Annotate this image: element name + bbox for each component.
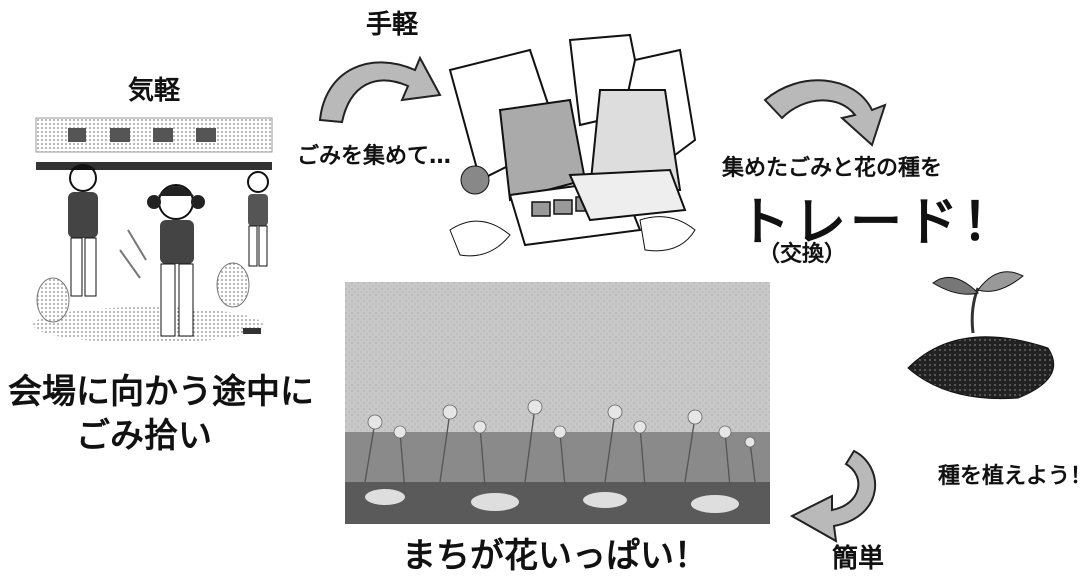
label-trade-sub: （交換）: [758, 242, 847, 267]
label-tegaru: 手軽: [366, 10, 419, 40]
label-trade-line1: 集めたごみと花の種を: [722, 156, 943, 181]
people-picking-trash-illustration: [33, 117, 273, 343]
flower-field-photo: [345, 282, 770, 524]
arrow-plant-to-city: [789, 449, 877, 543]
arrow-kigaru-to-tegaru: [318, 55, 442, 124]
label-result: まちが花いっぱい！: [402, 536, 708, 576]
label-kigaru: 気軽: [128, 76, 181, 106]
arrow-trash-to-trade: [763, 79, 887, 147]
label-pickup-line1: 会場に向かう途中に: [8, 372, 314, 412]
label-trade-big: トレード！: [738, 193, 1019, 253]
label-plant: 種を植えよう！: [938, 464, 1086, 489]
label-collect: ごみを集めて…: [297, 144, 452, 169]
collected-trash-illustration: [448, 33, 697, 257]
label-pickup-line2: ごみ拾い: [76, 416, 212, 456]
label-kantan: 簡単: [832, 544, 885, 574]
sprout-in-soil-illustration: [907, 271, 1055, 400]
